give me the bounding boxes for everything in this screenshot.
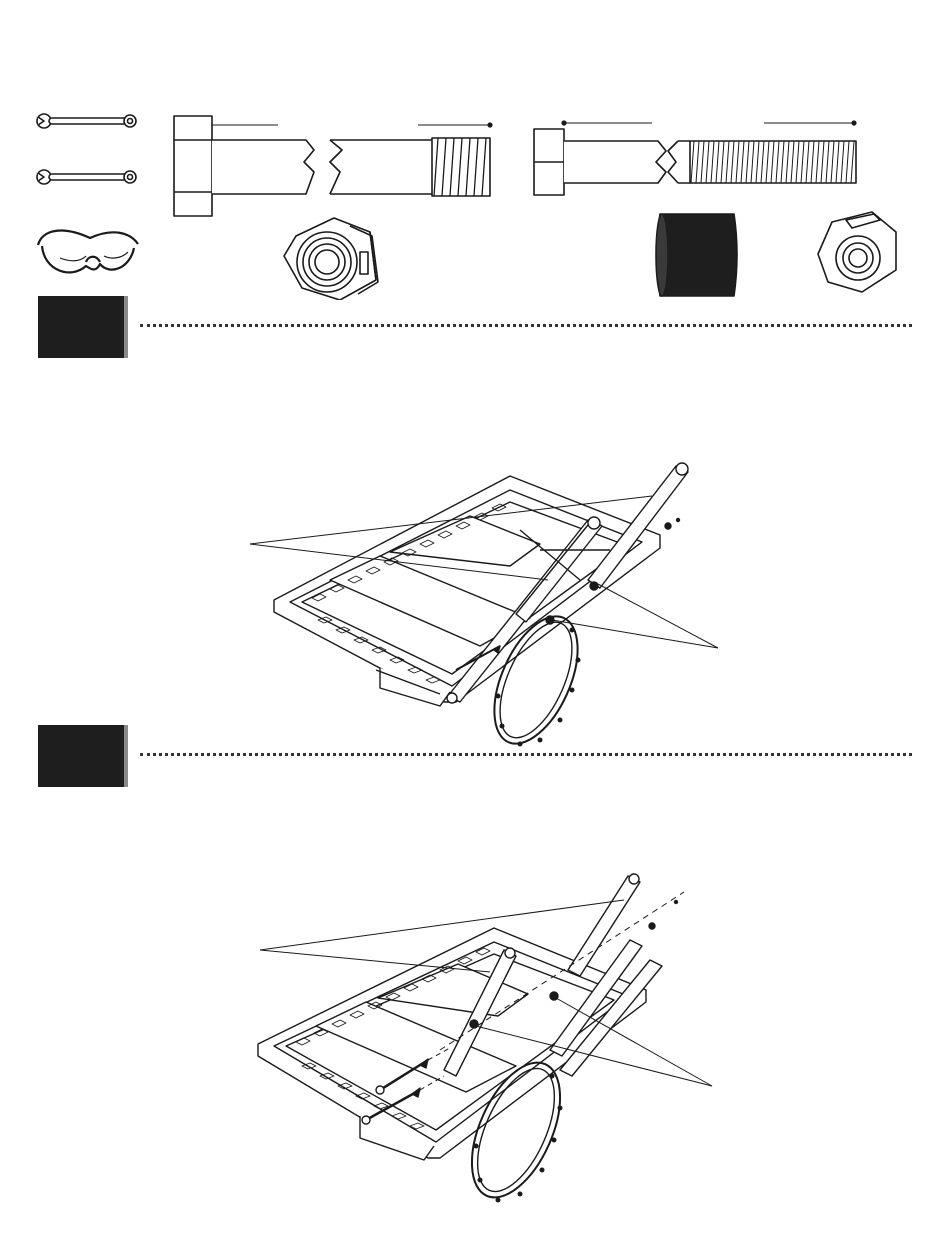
step-divider (140, 324, 912, 327)
wrench-icon (37, 114, 136, 128)
hex-nut-small-icon (818, 212, 896, 292)
backboard-arm-assembly-1 (0, 330, 950, 750)
backboard-arm-assembly-2 (0, 790, 950, 1230)
step-divider (140, 753, 912, 756)
hardware-header (0, 0, 950, 300)
long-bolt-icon (174, 116, 492, 216)
step-number-block (38, 725, 124, 787)
wrench-icon (37, 170, 136, 184)
safety-glasses-icon (38, 231, 138, 273)
hex-nut-large-icon (284, 218, 378, 300)
spacer-sleeve-icon (656, 214, 737, 296)
threaded-bolt-icon (534, 121, 856, 195)
